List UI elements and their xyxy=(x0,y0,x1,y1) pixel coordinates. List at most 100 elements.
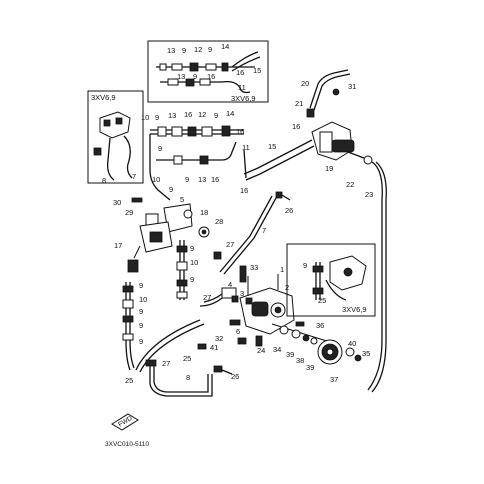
callout-9: 9 xyxy=(190,244,194,253)
callout-11: 11 xyxy=(242,143,250,152)
callout-15: 15 xyxy=(268,142,276,151)
left-inset: 3XV6,9 8 7 xyxy=(87,90,144,185)
callout-27: 27 xyxy=(162,359,170,368)
washer-39b xyxy=(310,337,318,345)
callout-15: 15 xyxy=(253,66,261,75)
bolt-33 xyxy=(239,265,247,283)
callout-27: 27 xyxy=(203,293,211,302)
callout-9: 9 xyxy=(139,337,143,346)
callout-41: 41 xyxy=(210,343,218,352)
callout-8: 8 xyxy=(186,373,190,382)
right-inset-frame xyxy=(286,243,376,317)
callout-25: 25 xyxy=(318,296,326,305)
clip-31 xyxy=(332,88,340,96)
callout-13: 13 xyxy=(168,111,176,120)
bolt-32 xyxy=(237,337,247,345)
gear-stack: 36 34 39 38 39 40 35 37 xyxy=(271,321,370,384)
top-inset: 13 9 12 9 14 16 15 13 9 16 11 3XV6,9 xyxy=(147,40,269,103)
callout-25: 25 xyxy=(125,376,133,385)
callout-27: 27 xyxy=(226,240,234,249)
grommet-18 xyxy=(183,209,193,219)
callout-38: 38 xyxy=(296,356,304,365)
callout-18: 18 xyxy=(200,208,208,217)
top-inset-hose-row-1 xyxy=(156,51,261,72)
right-inset: 9 25 3XV6,9 xyxy=(286,243,376,317)
callout-10: 10 xyxy=(152,175,160,184)
callout-26: 26 xyxy=(285,206,293,215)
callout-16: 16 xyxy=(236,127,244,136)
callout-24: 24 xyxy=(257,346,265,355)
valve-bracket: 30 5 29 18 28 17 xyxy=(113,195,223,273)
bolt-41 xyxy=(197,343,207,350)
hose-15 xyxy=(243,139,313,175)
top-inset-variant-label: 3XV6,9 xyxy=(231,94,256,103)
callout-7: 7 xyxy=(262,226,266,235)
diagram-code: 3XVC010-5110 xyxy=(105,441,149,448)
callout-32: 32 xyxy=(215,334,223,343)
callout-16: 16 xyxy=(211,175,219,184)
washer-39 xyxy=(291,329,301,339)
fwd-arrow: FWD xyxy=(111,413,139,431)
top-inset-frame xyxy=(147,40,269,103)
bearing-38 xyxy=(302,334,310,342)
callout-11: 11 xyxy=(238,83,246,92)
callout-16: 16 xyxy=(236,68,244,77)
callout-10: 10 xyxy=(139,295,147,304)
bottom-hose-run: 25 27 8 26 xyxy=(125,319,239,397)
nut-3 xyxy=(231,295,239,303)
mid-hose-run: 10 9 13 16 12 9 14 16 11 9 9 13 16 16 10… xyxy=(141,109,250,201)
callout-36: 36 xyxy=(316,321,324,330)
callout-17: 17 xyxy=(114,241,122,250)
callout-22: 22 xyxy=(346,180,354,189)
circlip-35 xyxy=(354,354,362,362)
hose-20 xyxy=(309,69,349,109)
callout-4: 4 xyxy=(228,280,232,289)
callout-16: 16 xyxy=(207,72,215,81)
callout-37: 37 xyxy=(330,375,338,384)
callout-30: 30 xyxy=(113,198,121,207)
callout-9: 9 xyxy=(169,185,173,194)
pin-24 xyxy=(255,335,263,347)
plate-4 xyxy=(221,287,237,299)
solenoid-assembly: 20 31 21 16 15 19 22 23 xyxy=(243,69,387,393)
callout-19: 19 xyxy=(325,164,333,173)
hose-23 xyxy=(367,161,383,391)
callout-5: 5 xyxy=(180,195,184,204)
callout-12: 12 xyxy=(198,110,206,119)
right-inset-variant-label: 3XV6,9 xyxy=(342,305,367,314)
clamp-22 xyxy=(363,155,373,165)
callout-9: 9 xyxy=(185,175,189,184)
pin-36 xyxy=(295,321,305,327)
callout-8: 8 xyxy=(102,176,106,185)
callout-10: 10 xyxy=(141,113,149,122)
callout-13: 13 xyxy=(177,72,185,81)
hose-8 xyxy=(149,366,213,397)
callout-20: 20 xyxy=(301,79,309,88)
vertical-hose-stack: 9 10 9 9 10 9 9 9 xyxy=(122,240,198,371)
callout-25: 25 xyxy=(183,354,191,363)
callout-9: 9 xyxy=(214,111,218,120)
hose-7 xyxy=(219,195,273,273)
hose-25 xyxy=(135,319,201,371)
callout-13: 13 xyxy=(198,175,206,184)
callout-12: 12 xyxy=(194,45,202,54)
callout-16: 16 xyxy=(240,186,248,195)
callout-26: 26 xyxy=(231,372,239,381)
hose-7-run: 26 7 27 xyxy=(213,191,293,275)
callout-16: 16 xyxy=(184,110,192,119)
clamp-26 xyxy=(275,191,283,199)
callout-9: 9 xyxy=(208,45,212,54)
callout-9: 9 xyxy=(139,321,143,330)
callout-33: 33 xyxy=(250,263,258,272)
callout-9: 9 xyxy=(190,275,194,284)
callout-1: 1 xyxy=(280,265,284,274)
bolt-30 xyxy=(131,197,143,203)
callout-3: 3 xyxy=(240,289,244,298)
callout-9: 9 xyxy=(139,281,143,290)
callout-39: 39 xyxy=(286,350,294,359)
callout-23: 23 xyxy=(365,190,373,199)
callout-9: 9 xyxy=(139,307,143,316)
callout-9: 9 xyxy=(158,144,162,153)
callout-9: 9 xyxy=(193,72,197,81)
